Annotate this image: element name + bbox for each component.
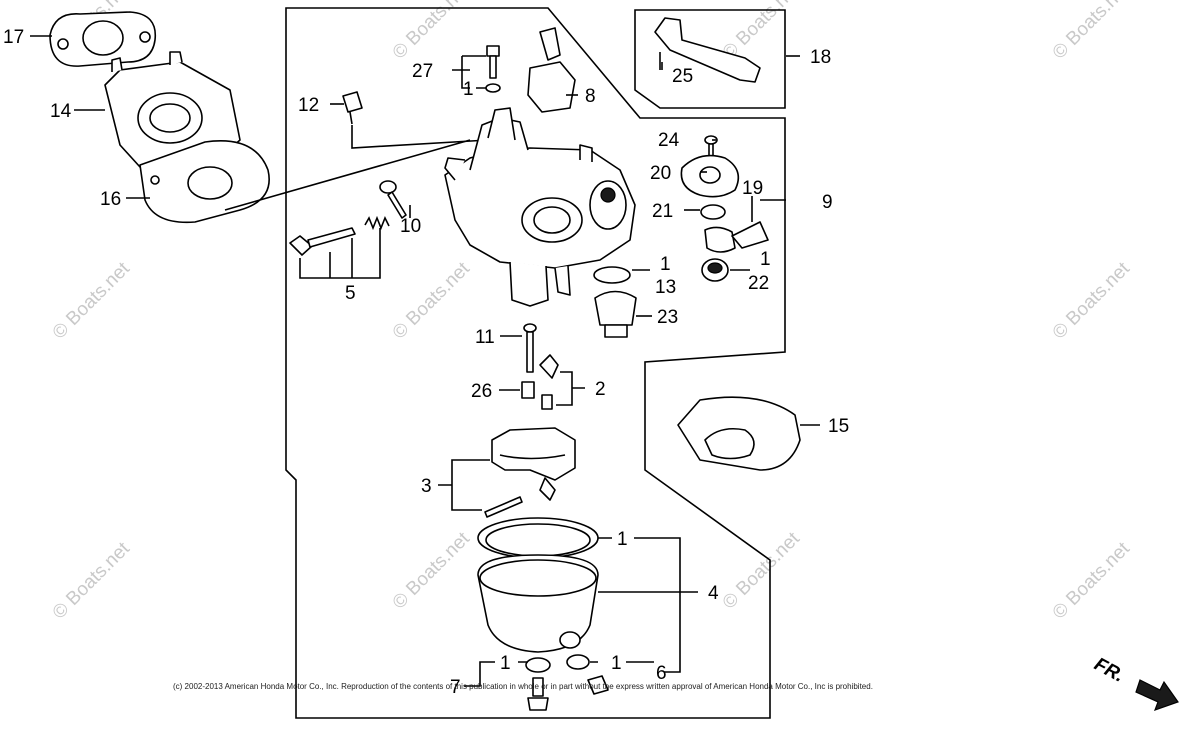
callout-10: 10 <box>400 216 421 237</box>
part-11-needle <box>523 323 537 373</box>
part-4-float-bowl <box>477 554 599 653</box>
part-2-float-valve <box>539 354 559 410</box>
part-12-clip <box>342 91 363 125</box>
watermark: © Boats.net <box>49 538 135 624</box>
callout-labels: 17 14 16 12 27 1 8 10 5 18 25 24 20 19 9… <box>3 27 849 698</box>
watermark: © Boats.net <box>1049 258 1135 344</box>
part-3-float <box>484 427 576 518</box>
watermark: © Boats.net <box>1049 538 1135 624</box>
gasket-mount-line <box>224 139 471 211</box>
callout-27: 27 <box>412 61 433 82</box>
callout-15: 15 <box>828 416 849 437</box>
watermark: © Boats.net <box>389 528 475 614</box>
copyright-notice: (c) 2002-2013 American Honda Motor Co., … <box>173 682 873 691</box>
callout-9: 9 <box>822 192 833 213</box>
callout-5: 5 <box>345 283 356 304</box>
callout-19: 19 <box>742 178 763 199</box>
callout-6: 6 <box>656 663 667 684</box>
part-8-float-lever <box>527 27 576 113</box>
leader-lines <box>30 35 820 687</box>
part-17-gasket <box>49 11 157 67</box>
callout-1-seal: 1 <box>660 254 671 275</box>
clip-link-line <box>351 125 489 149</box>
front-direction-indicator: FR. <box>1091 654 1179 711</box>
callout-16: 16 <box>100 189 121 210</box>
callout-12: 12 <box>298 95 319 116</box>
callout-13: 13 <box>655 277 676 298</box>
front-direction-arrow-icon <box>1135 679 1179 711</box>
callout-1-choke: 1 <box>760 249 771 270</box>
callout-4: 4 <box>708 583 719 604</box>
assembly-boundary-line <box>285 7 786 719</box>
callout-7: 7 <box>450 677 461 698</box>
callout-22: 22 <box>748 273 769 294</box>
callout-24: 24 <box>658 130 680 151</box>
part-20-plate <box>680 154 740 198</box>
callout-20: 20 <box>650 163 671 184</box>
part-6-drain-bolt <box>566 654 609 695</box>
part-22-seal <box>701 258 729 282</box>
part-27-jet <box>485 45 501 93</box>
part-19-choke-arm <box>704 221 769 253</box>
watermark: © Boats.net <box>719 528 805 614</box>
front-direction-label: FR. <box>1091 654 1128 687</box>
part-7-drain-screw <box>525 657 551 711</box>
callout-18: 18 <box>810 47 831 68</box>
part-18-choke-lever <box>654 17 761 83</box>
part-24-screw <box>704 135 718 157</box>
callout-14: 14 <box>50 101 72 122</box>
callout-3: 3 <box>421 476 432 497</box>
part-21-washer <box>700 204 726 220</box>
callout-26: 26 <box>471 381 492 402</box>
part-10-screw <box>379 180 407 219</box>
part-13-gasket <box>593 266 631 284</box>
part-5-throttle-stop-screw <box>289 215 390 256</box>
watermark: © Boats.net <box>1049 0 1135 64</box>
part-15-gasket <box>677 396 801 471</box>
callout-25: 25 <box>672 66 693 87</box>
callout-21: 21 <box>652 201 673 222</box>
watermark: © Boats.net <box>49 258 135 344</box>
carburetor-body <box>444 107 636 307</box>
callout-17: 17 <box>3 27 24 48</box>
part-16-gasket <box>139 140 270 224</box>
choke-group-frame <box>634 9 786 109</box>
callout-11: 11 <box>475 327 495 348</box>
callout-8: 8 <box>585 86 596 107</box>
callout-2: 2 <box>595 379 606 400</box>
callout-1-bowl: 1 <box>617 529 628 550</box>
watermark: © Boats.net <box>389 258 475 344</box>
watermark: © Boats.net <box>389 0 475 64</box>
part-23-collar <box>594 290 637 338</box>
callout-1-bolt: 1 <box>611 653 622 674</box>
callout-1-top: 1 <box>463 79 474 100</box>
part-26-jet <box>521 381 535 399</box>
part-1-bowl-gasket <box>477 517 599 559</box>
callout-23: 23 <box>657 307 678 328</box>
callout-1-drain: 1 <box>500 653 511 674</box>
